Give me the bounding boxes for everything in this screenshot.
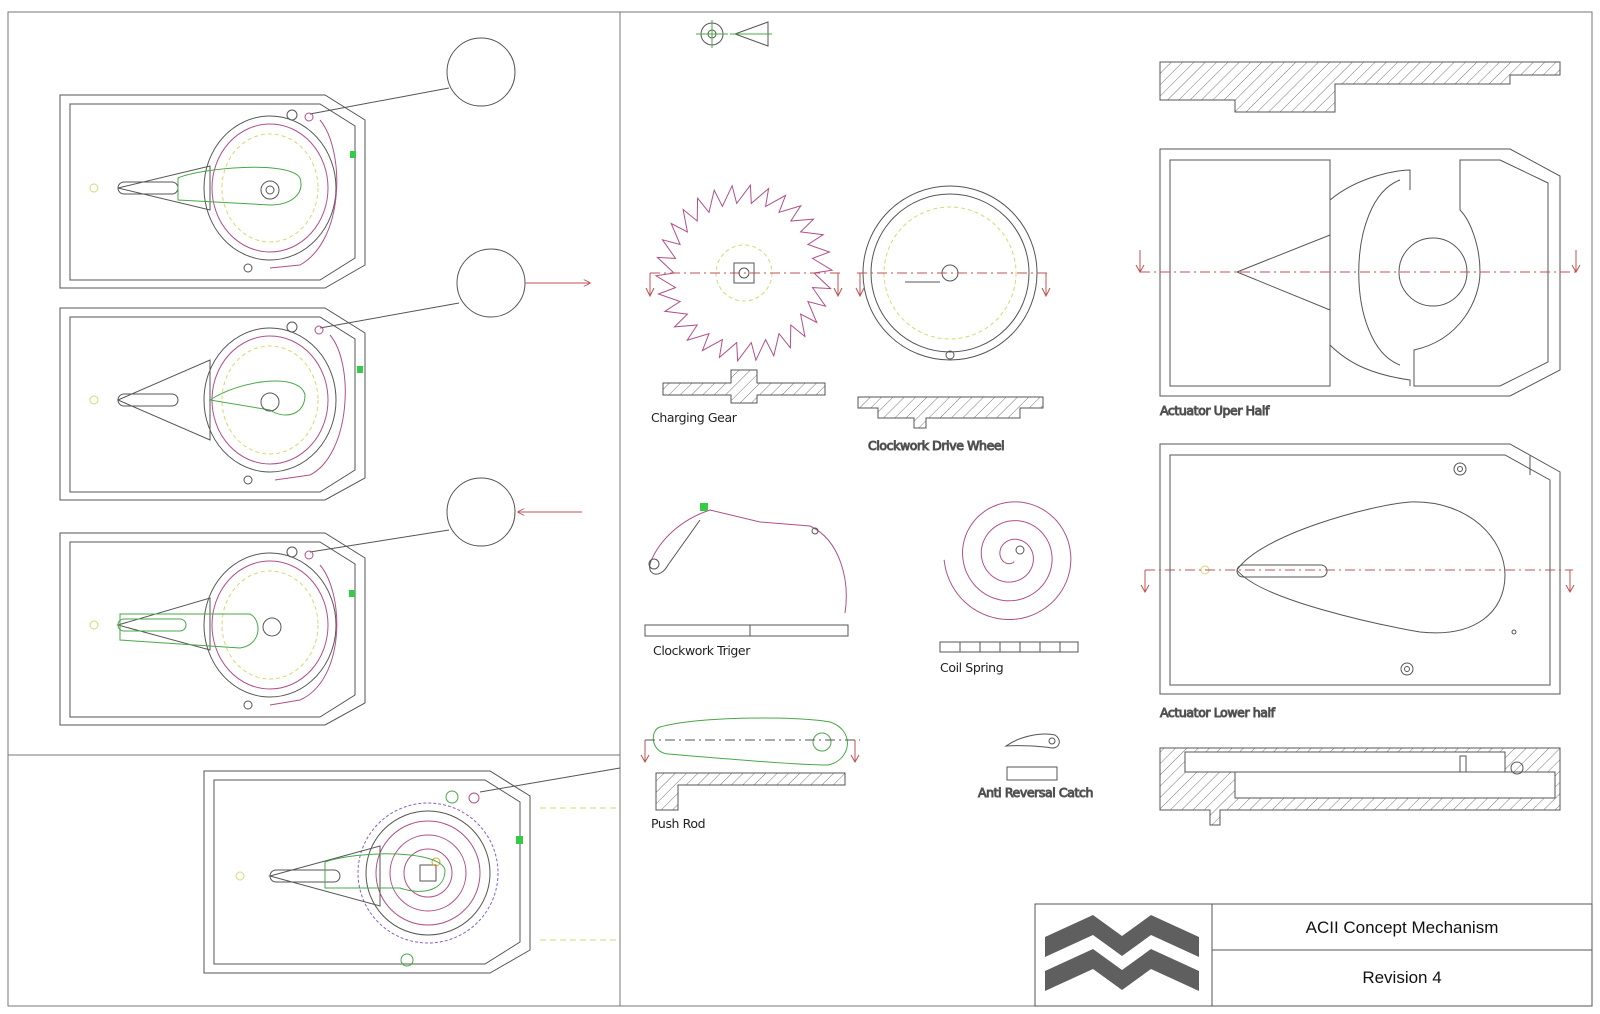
label-coil-spring: Coil Spring — [940, 660, 1003, 675]
actuator-lower-half-drawing: Actuator Lower half — [1140, 443, 1575, 721]
clockwork-trigger-drawing: Clockwork Triger — [644, 503, 849, 658]
charging-gear-drawing: Charging Gear — [645, 183, 843, 425]
label-clockwork-drive-wheel: Clockwork Drive Wheel — [868, 438, 1004, 453]
anti-reversal-catch-drawing: Anti Reversal Catch — [978, 733, 1094, 801]
coil-spring-drawing: Coil Spring — [939, 501, 1079, 675]
clockwork-drive-wheel-drawing: Clockwork Drive Wheel — [855, 185, 1051, 454]
label-push-rod: Push Rod — [651, 816, 705, 831]
sheet-frame — [7, 11, 1593, 1007]
mechanism-view-1 — [59, 37, 516, 289]
title-block — [1034, 903, 1593, 1007]
mechanism-view-2 — [59, 248, 590, 501]
label-actuator-lower-half: Actuator Lower half — [1160, 705, 1276, 720]
actuator-lower-section — [1159, 747, 1561, 826]
drawing-title: ACII Concept Mechanism — [1306, 918, 1499, 937]
mechanism-assembly-view — [203, 767, 621, 974]
label-anti-reversal-catch: Anti Reversal Catch — [978, 785, 1093, 800]
chevron-logo-icon — [1045, 915, 1199, 991]
push-rod-drawing: Push Rod — [640, 717, 860, 831]
actuator-upper-section — [1159, 61, 1561, 113]
revision-label: Revision 4 — [1362, 968, 1441, 987]
label-clockwork-trigger: Clockwork Triger — [653, 643, 751, 658]
actuator-upper-half-drawing: Actuator Uper Half — [1135, 148, 1581, 419]
label-charging-gear: Charging Gear — [651, 410, 738, 425]
label-actuator-upper-half: Actuator Uper Half — [1160, 403, 1270, 418]
mechanism-view-3 — [59, 477, 582, 726]
small-part-icon — [696, 20, 772, 48]
